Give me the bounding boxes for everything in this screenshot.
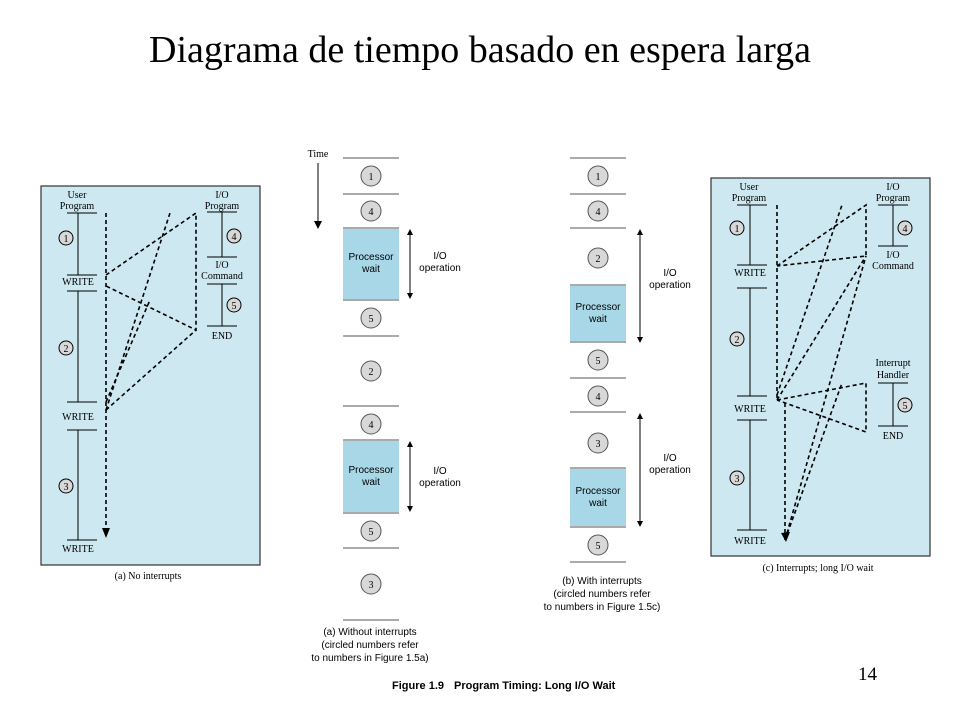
- panel-c-io-command-line2: Command: [872, 261, 914, 272]
- svg-text:2: 2: [735, 335, 740, 346]
- panel-c-user-program-line1: User: [740, 182, 760, 193]
- panel-a-no-interrupts: User Program I/O Program WRITE WRITE WRI…: [40, 185, 261, 582]
- tl-b-io-op1-line2: operation: [649, 280, 691, 291]
- tl-a-block-5: 2: [369, 367, 374, 378]
- tl-a-caption-2: (circled numbers refer: [321, 640, 419, 651]
- svg-text:5: 5: [903, 401, 908, 412]
- figure-caption-number: Figure 1.9: [392, 680, 444, 692]
- tl-b-block-2: 4: [596, 207, 601, 218]
- tl-a-block-4: 5: [369, 314, 374, 325]
- tl-b-wait1-line1: Processor: [575, 302, 621, 313]
- tl-b-block-6: 4: [596, 392, 601, 403]
- panel-a-io-program-line2: Program: [205, 201, 240, 212]
- tl-a-block-8: 5: [369, 527, 374, 538]
- timeline-b: 1 4 2 Processor wait 5 4 3 Processor wai…: [544, 157, 691, 613]
- panel-c-io-program-line1: I/O: [886, 182, 899, 193]
- tl-b-block-3: 2: [596, 254, 601, 265]
- tl-a-wait1-line2: wait: [361, 264, 380, 275]
- page-number: 14: [858, 664, 877, 685]
- tl-b-io-op1-line1: I/O: [663, 268, 677, 279]
- tl-a-io-op2-line1: I/O: [433, 466, 447, 477]
- tl-a-block-9: 3: [369, 580, 374, 591]
- panel-a-write-2: WRITE: [62, 412, 94, 423]
- tl-b-caption-2: (circled numbers refer: [553, 589, 651, 600]
- svg-text:5: 5: [232, 301, 237, 312]
- slide-title: Diagrama de tiempo basado en espera larg…: [149, 29, 811, 71]
- panel-a-user-program-line2: Program: [60, 201, 95, 212]
- tl-a-io-op1-line2: operation: [419, 263, 461, 274]
- tl-b-wait2-line1: Processor: [575, 486, 621, 497]
- tl-a-block-6: 4: [369, 420, 374, 431]
- tl-a-caption-1: (a) Without interrupts: [323, 627, 416, 638]
- svg-text:1: 1: [735, 224, 740, 235]
- panel-c-write-3: WRITE: [734, 536, 766, 547]
- tl-a-wait2-line2: wait: [361, 477, 380, 488]
- tl-a-caption-3: to numbers in Figure 1.5a): [311, 653, 428, 664]
- tl-b-wait2-line2: wait: [588, 498, 607, 509]
- panel-c-write-2: WRITE: [734, 404, 766, 415]
- tl-b-block-5: 5: [596, 356, 601, 367]
- tl-b-block-9: 5: [596, 541, 601, 552]
- panel-a-caption: (a) No interrupts: [115, 571, 182, 582]
- panel-a-user-program-line1: User: [68, 190, 88, 201]
- panel-c-io-command-line1: I/O: [886, 250, 899, 261]
- tl-b-caption-1: (b) With interrupts: [562, 576, 641, 587]
- panel-a-end: END: [212, 331, 233, 342]
- tl-b-io-op2-line2: operation: [649, 465, 691, 476]
- svg-text:4: 4: [232, 232, 237, 243]
- panel-c-interrupt-handler-line2: Handler: [877, 370, 910, 381]
- panel-c-user-program-line2: Program: [732, 193, 767, 204]
- panel-a-write-1: WRITE: [62, 277, 94, 288]
- panel-a-io-command-line2: Command: [201, 271, 243, 282]
- panel-c-long-io-wait: User Program I/O Program WRITE WRITE WRI…: [710, 177, 931, 574]
- panel-c-write-1: WRITE: [734, 268, 766, 279]
- panel-a-write-3: WRITE: [62, 544, 94, 555]
- tl-a-io-op2-line2: operation: [419, 478, 461, 489]
- tl-a-wait2-line1: Processor: [348, 465, 394, 476]
- panel-c-io-program-line2: Program: [876, 193, 911, 204]
- panel-c-end: END: [883, 431, 904, 442]
- panel-a-io-command-line1: I/O: [215, 260, 228, 271]
- tl-b-caption-3: to numbers in Figure 1.5c): [544, 602, 661, 613]
- svg-text:2: 2: [64, 344, 69, 355]
- tl-b-wait1-line2: wait: [588, 314, 607, 325]
- tl-b-block-1: 1: [596, 172, 601, 183]
- panel-a-io-program-line1: I/O: [215, 190, 228, 201]
- tl-b-io-op2-line1: I/O: [663, 453, 677, 464]
- tl-a-io-op1-line1: I/O: [433, 251, 447, 262]
- figure-caption-text: Program Timing: Long I/O Wait: [454, 680, 616, 692]
- tl-a-block-2: 4: [369, 207, 374, 218]
- tl-b-block-7: 3: [596, 439, 601, 450]
- time-label: Time: [308, 149, 329, 160]
- tl-a-wait1-line1: Processor: [348, 252, 394, 263]
- panel-c-caption: (c) Interrupts; long I/O wait: [762, 563, 873, 574]
- svg-text:3: 3: [735, 474, 740, 485]
- panel-c-interrupt-handler-line1: Interrupt: [876, 358, 911, 369]
- timeline-a: Time 1 4 Processor wait 5 2 4 Processor …: [308, 149, 461, 664]
- tl-a-block-1: 1: [369, 172, 374, 183]
- svg-text:4: 4: [903, 224, 908, 235]
- svg-text:3: 3: [64, 482, 69, 493]
- svg-text:1: 1: [64, 234, 69, 245]
